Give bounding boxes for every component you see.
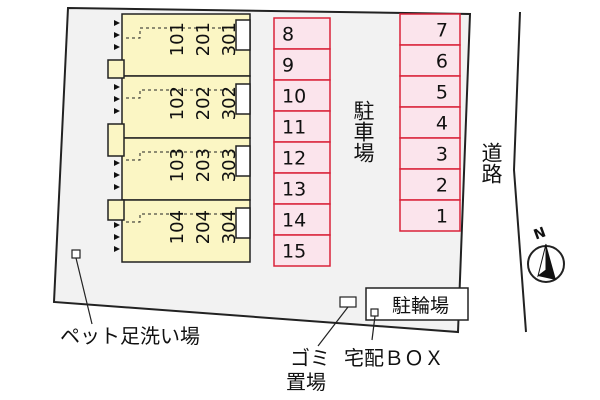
parking-stall-number-1: 1 [436, 206, 448, 228]
garbage-area-marker [339, 296, 357, 308]
parking-column-right: 7 6 5 4 3 2 1 [399, 13, 461, 232]
parking-stall-1 [399, 199, 461, 232]
parking-stall-number-15: 15 [282, 241, 306, 263]
bicycle-parking-label: 駐輪場 [392, 295, 450, 317]
parking-stall-3 [399, 137, 461, 170]
room-label-103: 103 [167, 148, 188, 183]
garbage-area-label-line1: ゴミ [290, 346, 330, 370]
balcony-1 [107, 59, 125, 79]
parking-stall-9 [273, 48, 331, 81]
entrance-3 [235, 145, 251, 177]
parking-stall-10 [273, 79, 331, 112]
delivery-box-label: 宅配ＢＯＸ [344, 346, 444, 370]
unit-block-1 [121, 13, 251, 77]
room-label-203: 203 [193, 148, 214, 183]
unit-block-2 [121, 75, 251, 139]
parking-stall-2 [399, 168, 461, 201]
parking-stall-number-12: 12 [282, 148, 306, 170]
building-dashed-lines [126, 27, 236, 223]
room-label-101: 101 [167, 22, 188, 57]
room-label-301: 301 [219, 22, 240, 57]
pet-wash-label: ペット足洗い場 [60, 324, 200, 348]
room-label-202: 202 [193, 86, 214, 121]
bicycle-parking-area [365, 287, 469, 321]
room-label-304: 304 [219, 210, 240, 245]
parking-stall-number-5: 5 [436, 82, 448, 104]
parking-stall-6 [399, 44, 461, 77]
room-label-102: 102 [167, 86, 188, 121]
parking-stall-number-4: 4 [436, 113, 448, 135]
parking-stall-12 [273, 141, 331, 174]
parking-stall-15 [273, 234, 331, 267]
balcony-2 [107, 123, 125, 157]
entrance-4 [235, 207, 251, 239]
entrance-1 [235, 19, 251, 51]
parking-stall-number-14: 14 [282, 210, 306, 232]
entrance-2 [235, 83, 251, 115]
room-label-303: 303 [219, 148, 240, 183]
room-label-204: 204 [193, 210, 214, 245]
window-markers [114, 20, 120, 252]
balcony-3 [107, 199, 125, 221]
parking-stall-13 [273, 172, 331, 205]
parking-stall-4 [399, 106, 461, 139]
parking-stall-number-3: 3 [436, 144, 448, 166]
leader-lines [75, 257, 376, 347]
parking-stall-number-2: 2 [436, 175, 448, 197]
garbage-area-label-line2: 置場 [286, 370, 326, 394]
compass [527, 243, 565, 283]
parking-stall-number-8: 8 [282, 24, 294, 46]
parking-stall-number-6: 6 [436, 51, 448, 73]
road-boundary [512, 11, 527, 333]
room-label-302: 302 [219, 86, 240, 121]
pet-wash-marker [71, 249, 81, 259]
parking-stall-number-7: 7 [436, 20, 448, 42]
apartment-building [107, 13, 251, 263]
delivery-box-marker [370, 308, 379, 317]
road-label: 道路 [479, 142, 503, 184]
parking-stall-5 [399, 75, 461, 108]
parking-stall-number-13: 13 [282, 179, 306, 201]
parking-stall-14 [273, 203, 331, 236]
parking-stall-number-9: 9 [282, 55, 294, 77]
parking-column-left: 8 9 10 11 12 13 14 15 [273, 17, 331, 267]
parking-stall-7 [399, 13, 461, 46]
room-label-201: 201 [193, 22, 214, 57]
parking-stall-number-10: 10 [282, 86, 306, 108]
parking-label: 駐車場 [351, 100, 375, 163]
parking-stall-number-11: 11 [282, 117, 306, 139]
room-label-104: 104 [167, 210, 188, 245]
